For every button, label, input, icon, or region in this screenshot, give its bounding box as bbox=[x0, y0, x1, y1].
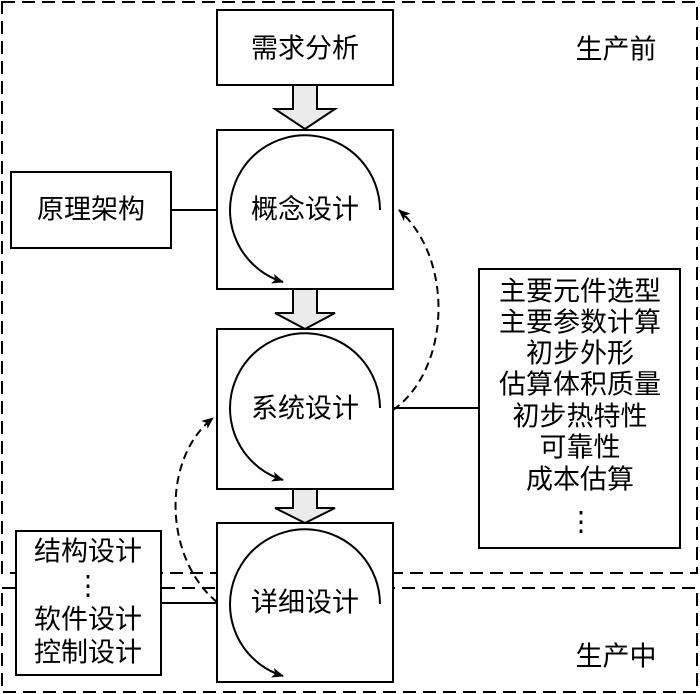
node-detailed-design: 详细设计 bbox=[216, 522, 394, 683]
task-item: 初步外形 bbox=[526, 339, 634, 370]
iteration-cycle-arrow-icon bbox=[229, 332, 381, 482]
node-requirements-analysis: 需求分析 bbox=[216, 9, 394, 86]
node-conceptual-design: 概念设计 bbox=[216, 129, 394, 290]
region-pre-production-label: 生产前 bbox=[576, 35, 657, 66]
feedback-arrow-system-to-conceptual bbox=[392, 209, 440, 411]
task-list-ellipsis: ⋮ bbox=[568, 507, 595, 538]
task-item: 主要元件选型 bbox=[499, 277, 661, 308]
node-box bbox=[216, 522, 394, 683]
node-principle-architecture: 原理架构 bbox=[10, 171, 172, 249]
subtask-list-box bbox=[15, 530, 162, 676]
node-box bbox=[10, 171, 172, 249]
flow-arrow-requirements-to-conceptual bbox=[271, 84, 339, 131]
feedback-arrow-detailed-to-system bbox=[174, 417, 218, 603]
task-item: 初步热特性 bbox=[513, 402, 648, 433]
region-in-production-label: 生产中 bbox=[576, 642, 657, 673]
subtask-item: 控制设计 bbox=[34, 638, 142, 669]
task-item: 主要参数计算 bbox=[499, 308, 661, 339]
task-item: 估算体积质量 bbox=[499, 370, 661, 401]
task-item: 可靠性 bbox=[540, 433, 621, 464]
task-item: 成本估算 bbox=[526, 465, 634, 496]
subtask-item: 软件设计 bbox=[34, 605, 142, 636]
node-system-design: 系统设计 bbox=[216, 328, 394, 490]
node-label: 详细设计 bbox=[251, 588, 359, 619]
subtask-item: 结构设计 bbox=[34, 537, 142, 568]
detailed-design-subtask-list: 结构设计 ⋮ 软件设计 控制设计 bbox=[15, 530, 162, 676]
flow-arrow-system-to-detailed bbox=[274, 488, 336, 525]
iteration-cycle-arrow-icon bbox=[229, 134, 381, 284]
system-design-task-list: 主要元件选型 主要参数计算 初步外形 估算体积质量 初步热特性 可靠性 成本估算… bbox=[478, 268, 681, 549]
task-list-box bbox=[478, 268, 681, 549]
node-box bbox=[216, 9, 394, 86]
flow-arrow-conceptual-to-system bbox=[274, 288, 336, 331]
node-label: 概念设计 bbox=[251, 195, 359, 226]
region-pre-production-frame bbox=[1, 1, 698, 574]
node-box bbox=[216, 129, 394, 290]
node-label: 需求分析 bbox=[251, 34, 359, 65]
node-label: 原理架构 bbox=[37, 195, 145, 226]
node-label: 系统设计 bbox=[251, 394, 359, 425]
iteration-cycle-arrow-icon bbox=[229, 528, 381, 678]
subtask-list-ellipsis: ⋮ bbox=[75, 571, 102, 602]
